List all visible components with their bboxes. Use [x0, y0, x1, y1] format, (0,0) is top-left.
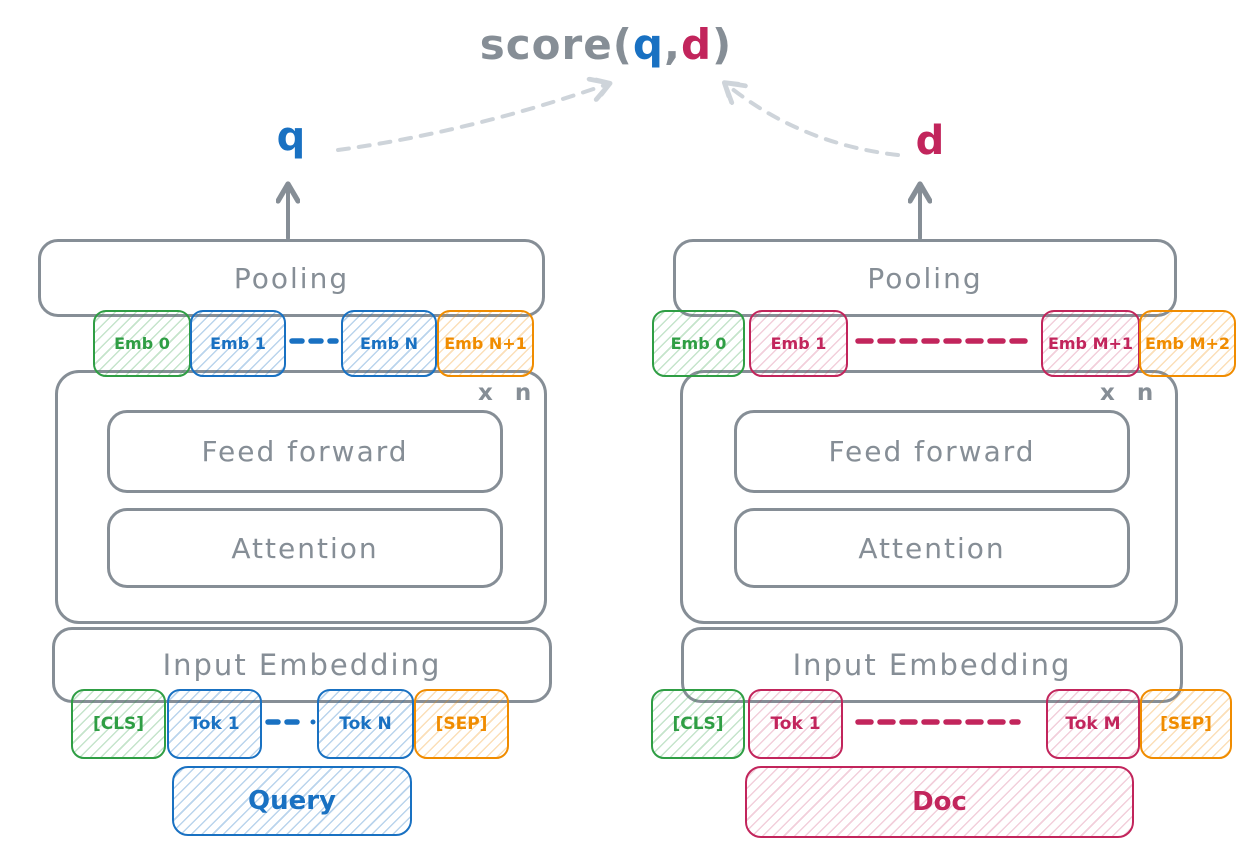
query-tok-n-label: Tok N	[339, 714, 392, 734]
q-to-score-dashed-arrow	[336, 84, 608, 152]
d-to-score-dashed-arrow	[726, 84, 900, 157]
query-input-label: Query	[247, 786, 337, 816]
query-sep-token-box: [SEP]	[414, 689, 509, 759]
score-d: d	[680, 20, 713, 69]
query-input-embedding-box: Input Embedding	[52, 627, 552, 703]
doc-repeat-label: x n	[1100, 380, 1161, 406]
query-pooling-box: Pooling	[38, 239, 545, 317]
score-suffix: )	[712, 20, 733, 69]
doc-attention-label: Attention	[858, 531, 1006, 565]
doc-sep-token-label: [SEP]	[1160, 714, 1212, 734]
query-emb-n1-box: Emb N+1	[437, 310, 534, 377]
doc-tok-1-label: Tok 1	[770, 714, 821, 734]
doc-input-embedding-label: Input Embedding	[792, 648, 1072, 682]
doc-emb-0-box: Emb 0	[652, 310, 745, 377]
doc-cls-token-box: [CLS]	[651, 689, 745, 759]
doc-emb-m2-box: Emb M+2	[1139, 310, 1236, 377]
query-feed-forward-box: Feed forward	[107, 410, 503, 493]
query-tok-1-label: Tok 1	[189, 714, 240, 734]
score-formula: score(q,d)	[0, 20, 1212, 69]
doc-sep-token-box: [SEP]	[1140, 689, 1232, 759]
query-attention-label: Attention	[231, 531, 379, 565]
query-repeat-label: x n	[478, 380, 539, 406]
query-emb-n-box: Emb N	[341, 310, 437, 377]
query-tok-1-box: Tok 1	[167, 689, 262, 759]
query-emb-n1-label: Emb N+1	[444, 334, 527, 353]
doc-tok-m-box: Tok M	[1046, 689, 1140, 759]
query-token-ellipsis-dot	[310, 719, 316, 725]
doc-emb-m1-label: Emb M+1	[1047, 334, 1134, 353]
query-emb-1-label: Emb 1	[210, 334, 266, 353]
doc-input-label: Doc	[912, 787, 967, 817]
query-input-embedding-label: Input Embedding	[162, 648, 442, 682]
score-comma: ,	[663, 20, 681, 69]
query-encoder-block	[55, 370, 547, 624]
query-emb-0-box: Emb 0	[93, 310, 191, 377]
query-input-box: Query	[172, 766, 412, 836]
query-feed-forward-label: Feed forward	[201, 435, 409, 468]
query-emb-n-label: Emb N	[359, 334, 418, 353]
doc-encoder-block	[680, 370, 1178, 624]
doc-pooling-box: Pooling	[673, 239, 1177, 317]
query-cls-token-box: [CLS]	[71, 689, 166, 759]
query-sep-token-label: [SEP]	[435, 714, 488, 734]
query-cls-token-label: [CLS]	[92, 714, 145, 734]
score-q: q	[632, 20, 664, 69]
doc-input-embedding-box: Input Embedding	[681, 627, 1183, 703]
doc-emb-m1-box: Emb M+1	[1041, 310, 1140, 377]
query-attention-box: Attention	[107, 508, 503, 588]
doc-input-box: Doc	[745, 766, 1134, 838]
doc-tok-1-box: Tok 1	[748, 689, 843, 759]
doc-feed-forward-box: Feed forward	[734, 410, 1130, 493]
doc-pooling-label: Pooling	[867, 261, 983, 295]
doc-cls-token-label: [CLS]	[672, 714, 724, 734]
doc-emb-1-label: Emb 1	[770, 334, 827, 353]
doc-emb-m2-label: Emb M+2	[1144, 334, 1231, 353]
doc-emb-1-box: Emb 1	[749, 310, 848, 377]
doc-feed-forward-label: Feed forward	[828, 435, 1036, 468]
query-emb-0-label: Emb 0	[114, 334, 170, 353]
doc-attention-box: Attention	[734, 508, 1130, 588]
doc-emb-0-label: Emb 0	[670, 334, 727, 353]
query-tok-n-box: Tok N	[317, 689, 414, 759]
doc-tok-m-label: Tok M	[1065, 714, 1121, 734]
doc-vector-label: d	[915, 118, 945, 164]
query-vector-label: q	[276, 114, 306, 160]
score-prefix: score(	[479, 20, 633, 69]
query-pooling-label: Pooling	[233, 261, 350, 295]
query-emb-1-box: Emb 1	[190, 310, 286, 377]
